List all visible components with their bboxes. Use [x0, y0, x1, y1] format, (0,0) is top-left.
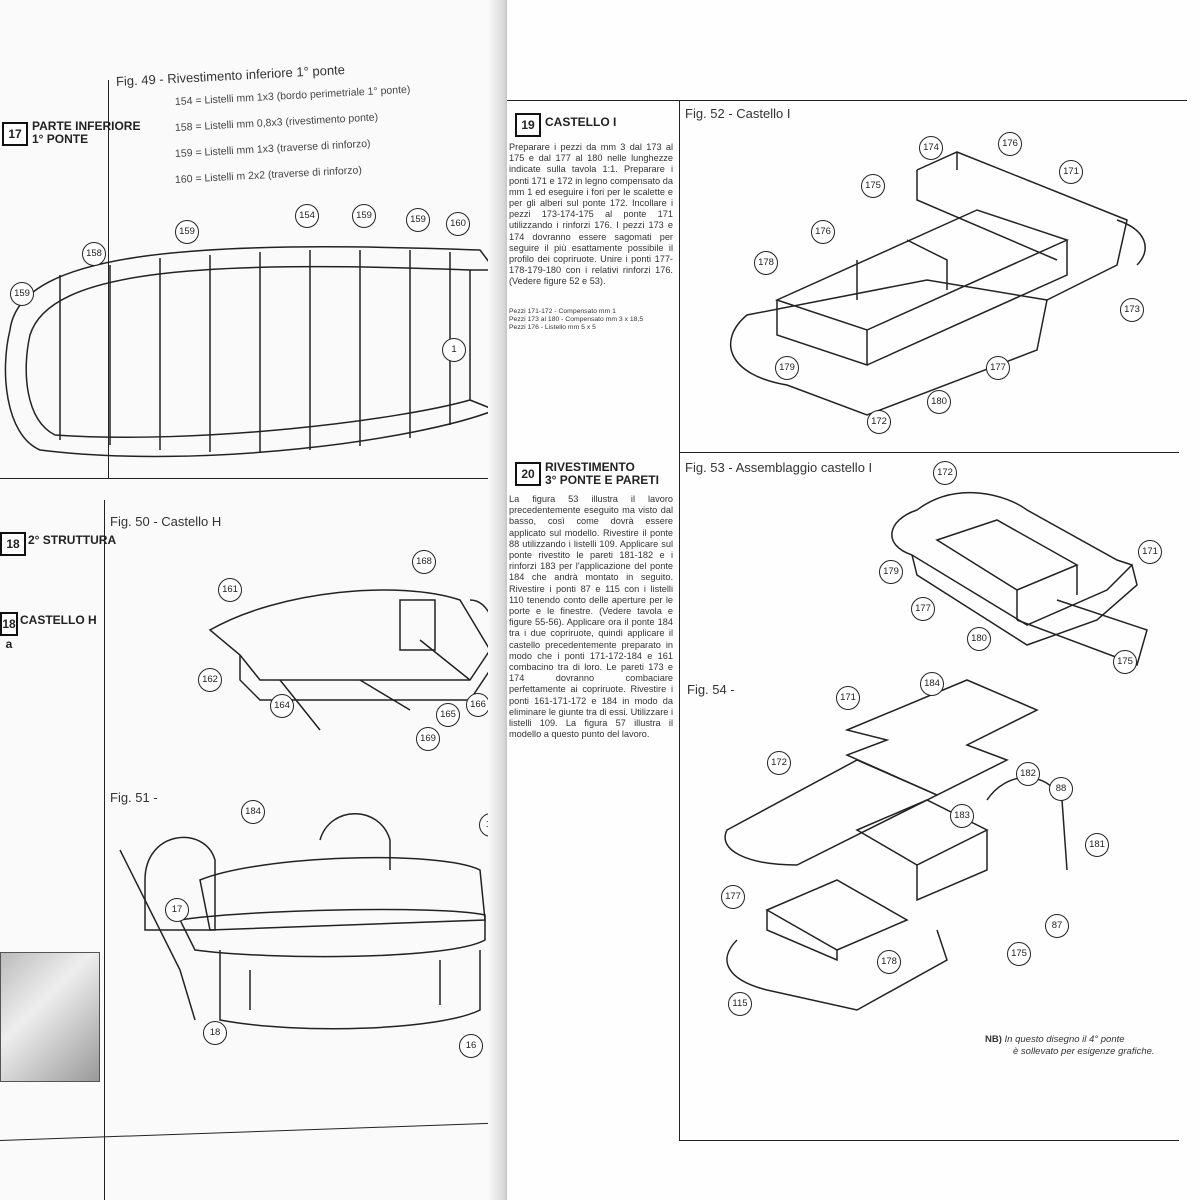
callout: 87 — [1045, 914, 1069, 938]
fig-49-legend-3: 159 = Listelli mm 1x3 (traverse di rinfo… — [174, 137, 371, 160]
callout: 184 — [241, 800, 265, 824]
fig-49-drawing — [4, 246, 496, 458]
fig-53-drawing — [891, 491, 1148, 666]
section-17-title-line1: PARTE INFERIORE — [32, 119, 141, 133]
callout: 159 — [10, 282, 34, 306]
left-page: 17 PARTE INFERIORE 1° PONTE Fig. 49 - Ri… — [0, 0, 506, 1200]
fig-53-title: Fig. 53 - Assemblaggio castello I — [685, 460, 873, 475]
callout: 171 — [1059, 160, 1083, 184]
section-18a-number: 18 a — [0, 612, 18, 651]
callout: 172 — [867, 410, 891, 434]
callout: 179 — [879, 560, 903, 584]
nb-note: NB) In questo disegno il 4° ponte è soll… — [985, 1034, 1155, 1058]
callout: 184 — [920, 672, 944, 696]
callout: 171 — [836, 686, 860, 710]
fig-51-drawing — [119, 813, 486, 1030]
callout: 178 — [877, 950, 901, 974]
callout: 183 — [950, 804, 974, 828]
part-line: Pezzi 176 - Listello mm 5 x 5 — [509, 324, 596, 331]
callout: 182 — [1016, 762, 1040, 786]
callout: 180 — [967, 627, 991, 651]
callout: 159 — [352, 204, 376, 228]
callout: 115 — [728, 992, 752, 1016]
callout: 88 — [1049, 777, 1073, 801]
part-line: Pezzi 171-172 - Compensato mm 1 — [509, 308, 616, 315]
callout: 181 — [1085, 833, 1109, 857]
fig-49-legend-2: 158 = Listelli mm 0,8x3 (rivestimento po… — [174, 111, 379, 134]
callout: 176 — [811, 220, 835, 244]
fig-49-legend-1: 154 = Listelli mm 1x3 (bordo perimetrial… — [174, 83, 411, 108]
fig-49-title: Fig. 49 - Rivestimento inferiore 1° pont… — [115, 62, 346, 89]
section-18-number: 18 — [0, 532, 26, 556]
fig-50-title: Fig. 50 - Castello H — [110, 514, 222, 529]
fig-49-legend-4: 160 = Listelli m 2x2 (traverse di rinfor… — [174, 164, 363, 186]
callout: 179 — [775, 356, 799, 380]
callout: 177 — [721, 885, 745, 909]
callout: 158 — [82, 242, 106, 266]
nb-line2: è sollevato per esigenze grafiche. — [1013, 1046, 1155, 1057]
callout: 175 — [1007, 942, 1031, 966]
callout: 160 — [446, 212, 470, 236]
nb-line1: In questo disegno il 4° ponte — [1004, 1034, 1125, 1045]
callout: 165 — [436, 703, 460, 727]
right-page: 19 CASTELLO I Preparare i pezzi da mm 3 … — [507, 0, 1200, 1200]
section-20-title-line2: 3° PONTE E PARETI — [545, 473, 659, 487]
bottom-rule — [679, 1140, 1179, 1141]
callout: 159 — [175, 220, 199, 244]
fig-52-title: Fig. 52 - Castello I — [685, 106, 791, 121]
section-17-number: 17 — [2, 122, 28, 146]
part-line: Pezzi 173 al 180 - Compensato mm 3 x 18,… — [509, 316, 644, 323]
callout: 161 — [218, 578, 242, 602]
section-19-number: 19 — [515, 113, 541, 137]
model-photo — [0, 952, 100, 1082]
fig-54-title: Fig. 54 - — [687, 682, 735, 697]
callout: 164 — [270, 694, 294, 718]
callout: 171 — [1138, 540, 1162, 564]
section-20-text: La figura 53 illustra il lavoro preceden… — [509, 494, 673, 740]
section-20-number: 20 — [515, 462, 541, 486]
section-18-title: 2° STRUTTURA — [28, 533, 117, 547]
section-20-title: RIVESTIMENTO 3° PONTE E PARETI — [545, 461, 659, 487]
column-divider — [679, 100, 680, 1140]
fig-52-drawing — [729, 151, 1146, 416]
section-17-title-line2: 1° PONTE — [32, 132, 89, 146]
callout: 176 — [998, 132, 1022, 156]
bottom-rule — [0, 1122, 500, 1141]
nb-label: NB) — [985, 1034, 1002, 1045]
callout: 175 — [1113, 650, 1137, 674]
callout: 17 — [165, 898, 189, 922]
section-17-title: PARTE INFERIORE 1° PONTE — [32, 120, 140, 146]
callout: 168 — [412, 550, 436, 574]
section-19-text: Preparare i pezzi da mm 3 dal 173 al 175… — [509, 142, 673, 287]
callout: 166 — [466, 693, 490, 717]
row-divider — [0, 478, 500, 479]
callout: 162 — [198, 668, 222, 692]
callout: 1 — [442, 338, 466, 362]
top-rule — [507, 100, 1187, 101]
fig-51-title: Fig. 51 - — [110, 790, 158, 805]
callout: 175 — [861, 174, 885, 198]
callout: 159 — [406, 208, 430, 232]
callout: 16 — [459, 1034, 483, 1058]
callout: 178 — [754, 251, 778, 275]
callout: 172 — [933, 461, 957, 485]
callout: 154 — [295, 204, 319, 228]
callout: 180 — [927, 390, 951, 414]
row-divider — [679, 452, 1179, 453]
callout: 174 — [919, 136, 943, 160]
column-divider — [104, 500, 105, 1200]
section-18a-title: CASTELLO H — [20, 613, 97, 627]
callout: 18 — [203, 1021, 227, 1045]
callout: 177 — [911, 597, 935, 621]
callout: 177 — [986, 356, 1010, 380]
section-19-parts: Pezzi 171-172 - Compensato mm 1 Pezzi 17… — [509, 308, 673, 332]
callout: 169 — [416, 727, 440, 751]
column-divider — [108, 80, 109, 478]
fig-54-drawing — [724, 679, 1068, 1011]
section-20-title-line1: RIVESTIMENTO — [545, 460, 635, 474]
section-19-title: CASTELLO I — [545, 115, 617, 129]
callout: 172 — [767, 751, 791, 775]
callout: 173 — [1120, 298, 1144, 322]
